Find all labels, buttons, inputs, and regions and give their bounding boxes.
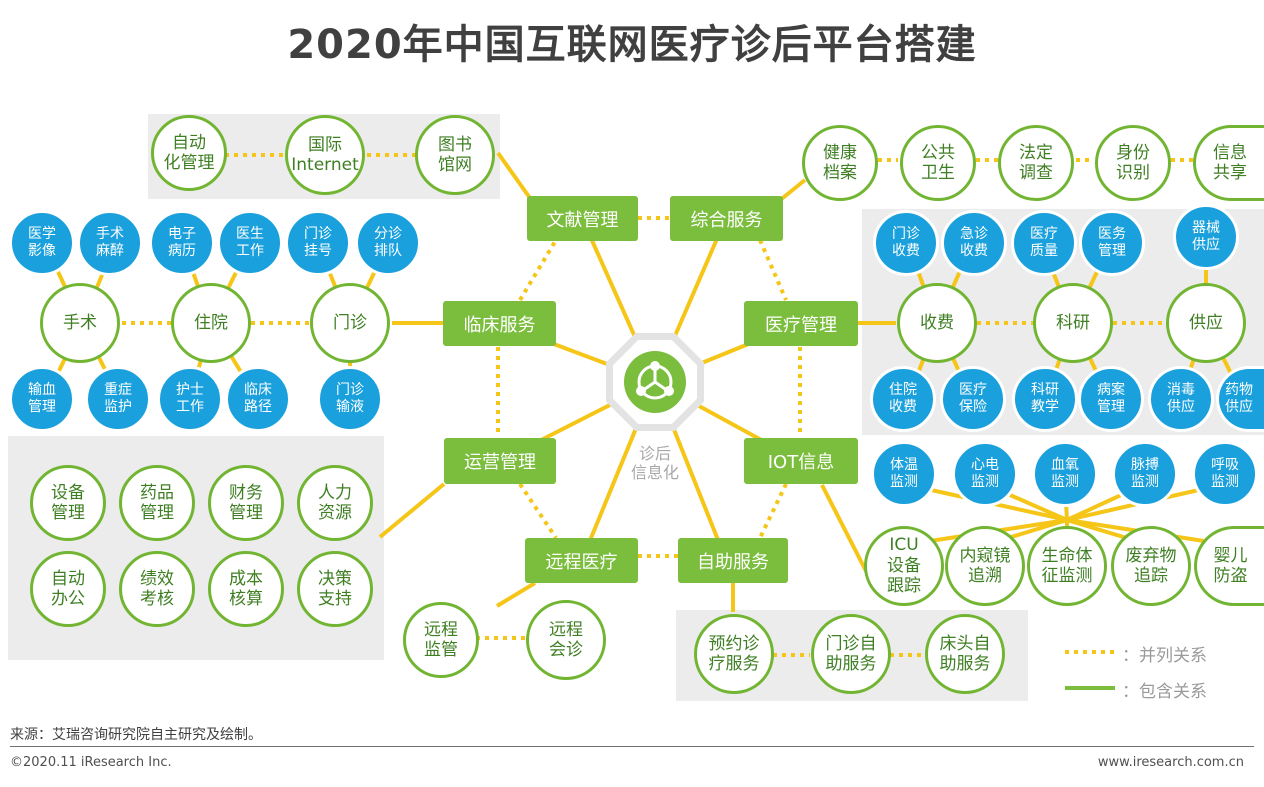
node-clinical-pathway: 临床 路径 <box>225 366 291 432</box>
node-vital-signs-monitor: 生命体 征监测 <box>1027 526 1107 606</box>
node-icu-equipment-tracking: ICU 设备 跟踪 <box>864 526 944 606</box>
node-respiration-monitor: 呼吸 监测 <box>1192 441 1258 507</box>
node-emr: 电子 病历 <box>149 210 215 276</box>
node-library-network: 图书 馆网 <box>415 115 495 195</box>
legend-parallel-label: ：并列关系 <box>1122 646 1207 666</box>
node-temperature-monitor: 体温 监测 <box>871 441 937 507</box>
core-node-yunying: 运营管理 <box>444 438 556 484</box>
node-outpatient-fee: 门诊 收费 <box>873 210 939 276</box>
node-drug-supply: 药物 供应 <box>1216 366 1264 432</box>
legend-contain-label: ：包含关系 <box>1122 682 1207 702</box>
core-node-iot: IOT信息 <box>744 438 858 484</box>
node-case-management: 病案 管理 <box>1078 366 1144 432</box>
node-public-health: 公共 卫生 <box>900 125 976 201</box>
core-node-yuancheng: 远程医疗 <box>525 538 638 583</box>
node-bedside-self-service: 床头自 助服务 <box>925 614 1005 694</box>
core-node-linchuang: 临床服务 <box>443 301 556 346</box>
node-legal-survey: 法定 调查 <box>998 125 1074 201</box>
node-decision-support: 决策 支持 <box>297 551 373 627</box>
node-research-teaching: 科研 教学 <box>1012 366 1078 432</box>
node-supply: 供应 <box>1166 283 1246 363</box>
node-inpatient: 住院 <box>171 283 251 363</box>
node-outpatient-infusion: 门诊 输液 <box>317 366 383 432</box>
node-auto-management: 自动 化管理 <box>151 115 227 191</box>
node-infant-anti-theft: 婴儿 防盗 <box>1194 526 1264 606</box>
node-remote-consultation: 远程 会诊 <box>526 600 606 680</box>
node-health-record: 健康 档案 <box>802 125 878 201</box>
node-human-resources: 人力 资源 <box>297 465 373 541</box>
node-medical-insurance: 医疗 保险 <box>940 366 1006 432</box>
node-surgery: 手术 <box>40 283 120 363</box>
node-appointment-service: 预约诊 疗服务 <box>694 614 774 694</box>
node-remote-supervision: 远程 监管 <box>403 602 479 678</box>
node-medical-quality: 医疗 质量 <box>1011 210 1077 276</box>
node-spo2-monitor: 血氧 监测 <box>1032 441 1098 507</box>
node-nurse-work: 护士 工作 <box>157 366 223 432</box>
core-node-zonghe: 综合服务 <box>670 196 783 241</box>
node-outpatient: 门诊 <box>310 283 390 363</box>
page-title: 2020年中国互联网医疗诊后平台搭建 <box>287 22 977 68</box>
node-performance-review: 绩效 考核 <box>119 551 195 627</box>
node-equipment-management: 设备 管理 <box>30 465 106 541</box>
node-intensive-care: 重症 监护 <box>85 366 151 432</box>
node-finance-management: 财务 管理 <box>208 465 284 541</box>
node-outpatient-registration: 门诊 挂号 <box>285 210 351 276</box>
node-equipment-supply: 器械 供应 <box>1173 204 1239 270</box>
node-cost-accounting: 成本 核算 <box>208 551 284 627</box>
node-emergency-fee: 急诊 收费 <box>941 210 1007 276</box>
copyright-text: ©2020.11 iResearch Inc. <box>10 755 172 770</box>
node-office-automation: 自动 办公 <box>30 551 106 627</box>
network-share-icon <box>636 361 674 400</box>
node-international-internet: 国际 Internet <box>285 115 365 195</box>
node-identity-recognition: 身份 识别 <box>1095 125 1171 201</box>
footer-divider <box>10 746 1254 747</box>
node-surgical-anesthesia: 手术 麻醉 <box>77 210 143 276</box>
website-text: www.iresearch.com.cn <box>1097 755 1244 770</box>
node-medical-affairs: 医务 管理 <box>1079 210 1145 276</box>
node-ecg-monitor: 心电 监测 <box>952 441 1018 507</box>
node-fee: 收费 <box>897 283 977 363</box>
core-node-yiliao: 医疗管理 <box>744 301 858 346</box>
node-outpatient-self-service: 门诊自 助服务 <box>811 614 891 694</box>
source-note: 来源：艾瑞咨询研究院自主研究及绘制。 <box>10 727 262 743</box>
node-medical-imaging: 医学 影像 <box>9 210 75 276</box>
node-pulse-monitor: 脉搏 监测 <box>1112 441 1178 507</box>
node-disinfection-supply: 消毒 供应 <box>1148 366 1214 432</box>
node-info-sharing: 信息 共享 <box>1193 125 1264 201</box>
node-blood-transfusion: 输血 管理 <box>9 366 75 432</box>
node-waste-tracking: 废弃物 追踪 <box>1111 526 1191 606</box>
core-node-zizhu: 自助服务 <box>678 538 788 583</box>
node-drug-management: 药品 管理 <box>119 465 195 541</box>
node-inpatient-fee: 住院 收费 <box>870 366 936 432</box>
node-endoscope-tracing: 内窥镜 追溯 <box>945 526 1025 606</box>
node-triage-queue: 分诊 排队 <box>355 210 421 276</box>
node-doctor-work: 医生 工作 <box>217 210 283 276</box>
core-node-wenxian: 文献管理 <box>527 196 638 241</box>
node-research: 科研 <box>1033 283 1113 363</box>
hub-label: 诊后 信息化 <box>630 444 679 483</box>
